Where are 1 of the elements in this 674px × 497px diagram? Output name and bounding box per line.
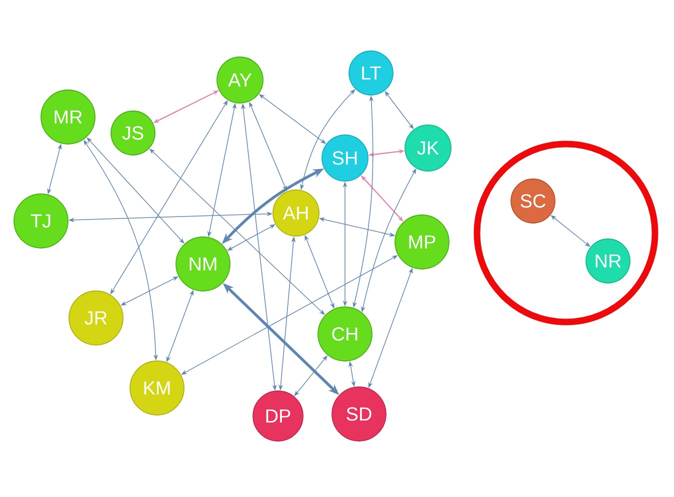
highlight-ring — [474, 140, 658, 326]
